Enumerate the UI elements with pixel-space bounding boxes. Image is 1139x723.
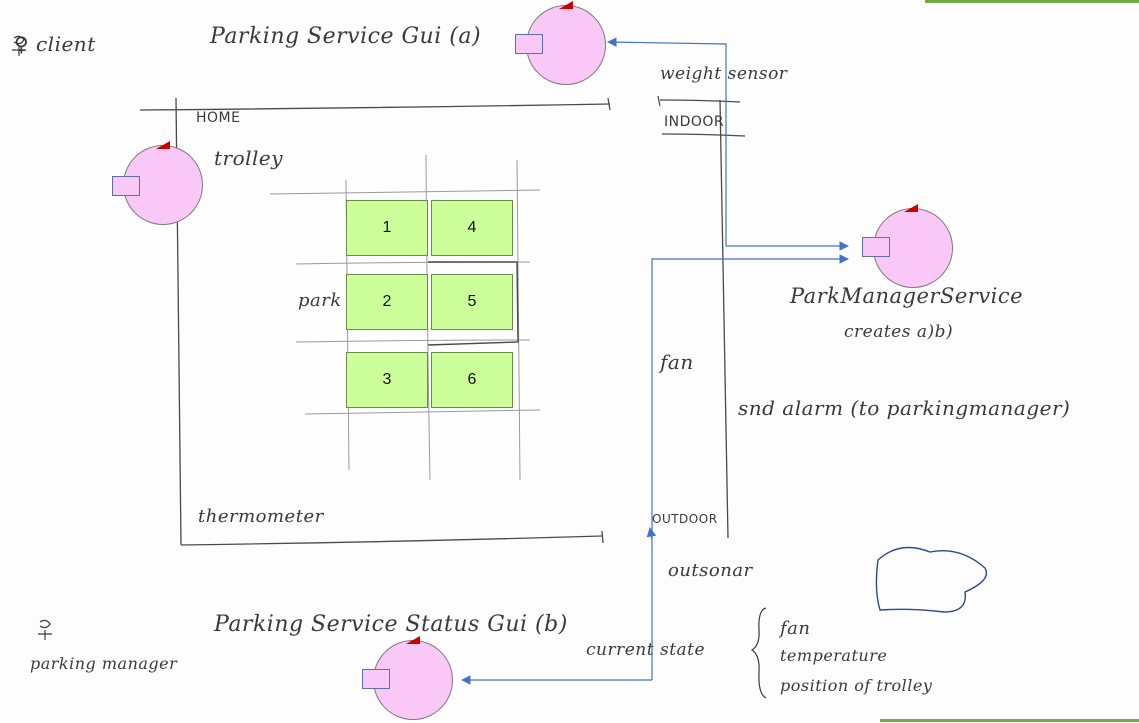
parking-slot-4: 4 [431, 200, 513, 256]
scribble-shape [875, 546, 988, 613]
flag-icon [406, 636, 420, 644]
park-label: park [298, 290, 342, 311]
arrow-to-parking-service-gui [607, 37, 727, 246]
creates-label: creates a)b) [844, 322, 954, 342]
parking-slot-2: 2 [346, 274, 428, 330]
park-manager-service-label: ParkManagerService [790, 284, 1024, 308]
slot-5-bracket [427, 261, 519, 346]
trolley-actor [112, 141, 203, 225]
trolley-label: trolley [214, 146, 284, 170]
room-bottom-wall-tick [601, 530, 604, 544]
state-fan-label: fan [780, 618, 811, 639]
arrow-to-outdoor [646, 527, 657, 541]
top-accent-bar [925, 0, 1139, 3]
state-temperature-label: temperature [780, 646, 888, 665]
actor-port [862, 237, 890, 257]
parking-manager-label: parking manager [30, 654, 178, 673]
outdoor-label: OUTDOOR [652, 512, 718, 526]
client-label: ♀ client [14, 32, 96, 56]
room-top-wall-tick [607, 97, 611, 111]
parking-slot-5: 5 [431, 274, 513, 330]
room-bottom-wall [180, 535, 603, 546]
bottom-accent-bar [880, 719, 1139, 722]
indoor-tick [657, 95, 661, 107]
parking-service-gui-label: Parking Service Gui (a) [210, 24, 482, 49]
thermometer-label: thermometer [198, 506, 324, 527]
actor-port [515, 34, 543, 54]
park-manager-service-actor [862, 204, 953, 288]
actor-port [112, 176, 140, 196]
fan-mid-label: fan [660, 350, 694, 374]
indoor-underline [659, 99, 741, 103]
send-alarm-label: snd alarm (to parkingmanager) [738, 396, 1071, 420]
indoor-label: INDOOR [664, 114, 725, 130]
parking-service-status-gui-actor [362, 636, 453, 720]
client-figure [12, 35, 26, 56]
flag-icon [559, 1, 573, 9]
actor-port [362, 669, 390, 689]
state-position-label: position of trolley [780, 676, 933, 695]
parking-slot-6: 6 [431, 352, 513, 408]
flag-icon [156, 141, 170, 149]
state-brace [750, 607, 767, 699]
parking-service-status-gui-label: Parking Service Status Gui (b) [214, 612, 568, 637]
weight-sensor-label: weight sensor [660, 64, 788, 84]
outsonar-label: outsonar [668, 560, 753, 581]
current-state-label: current state [586, 640, 706, 660]
arrow-status-to-manager [651, 254, 849, 680]
parking-slot-3: 3 [346, 352, 428, 408]
home-label: HOME [196, 110, 241, 126]
room-right-wall [719, 99, 729, 539]
room-top-wall [139, 103, 611, 111]
parking-service-gui-actor [515, 1, 606, 85]
flag-icon [904, 204, 918, 212]
manager-figure [38, 619, 52, 640]
indoor-underline-2 [661, 133, 746, 137]
parking-slot-1: 1 [346, 200, 428, 256]
